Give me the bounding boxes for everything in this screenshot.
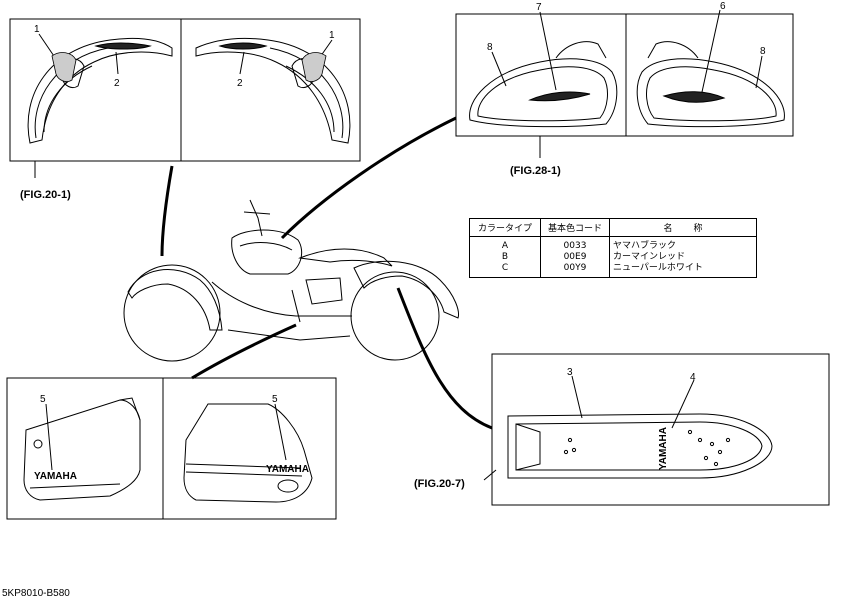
leader-6 bbox=[701, 9, 721, 93]
side-cover-right-drawing bbox=[183, 403, 313, 503]
front-fender-frame bbox=[9, 18, 361, 162]
callout-4: 4 bbox=[690, 372, 696, 383]
side-cover-panel bbox=[6, 377, 337, 520]
decals bbox=[51, 52, 327, 82]
callout-5a: 5 bbox=[40, 394, 46, 405]
front-fender-panel bbox=[9, 18, 361, 178]
front-fender-right-drawing bbox=[195, 37, 351, 144]
side-cover-left-brand: YAMAHA bbox=[34, 471, 77, 482]
callout-3: 3 bbox=[567, 367, 573, 378]
side-cover-frame bbox=[6, 377, 337, 520]
seat-frame bbox=[491, 353, 830, 506]
fig-20-7-leader bbox=[483, 469, 497, 481]
callout-labels: 1 2 2 1 7 8 6 8 5 5 3 4 bbox=[34, 1, 766, 405]
callout-2a: 2 bbox=[114, 78, 120, 89]
leader-7 bbox=[539, 11, 557, 91]
color-table-header: カラータイプ 基本色コード 名 称 bbox=[469, 218, 757, 237]
callout-1a: 1 bbox=[34, 24, 40, 35]
fig-20-7-label: (FIG.20-7) bbox=[414, 478, 465, 490]
callout-7: 7 bbox=[536, 2, 542, 13]
seat-drawing bbox=[507, 413, 773, 479]
seat-panel bbox=[483, 353, 830, 506]
callout-8b: 8 bbox=[760, 46, 766, 57]
leader-8a bbox=[491, 51, 507, 87]
row-type: C bbox=[469, 263, 541, 278]
callout-1b: 1 bbox=[329, 30, 335, 41]
row-type: B bbox=[469, 252, 541, 263]
leader-5a bbox=[45, 403, 53, 471]
table-row: B 00E9 カーマインレッド bbox=[469, 252, 757, 263]
front-fender-left-drawing bbox=[27, 37, 173, 144]
leader-8b bbox=[755, 55, 763, 89]
drawing-code: 5KP8010-B580 bbox=[2, 588, 70, 599]
row-code: 00Y9 bbox=[540, 263, 610, 278]
callout-5b: 5 bbox=[272, 394, 278, 405]
row-type: A bbox=[469, 236, 541, 252]
leader-2b bbox=[239, 51, 245, 75]
leader-4 bbox=[671, 379, 695, 429]
side-cover-right-brand: YAMAHA bbox=[266, 464, 309, 475]
table-row: C 00Y9 ニューパールホワイト bbox=[469, 263, 757, 278]
header-name-2: 称 bbox=[693, 224, 703, 234]
color-table: カラータイプ 基本色コード 名 称 A 0033 ヤマハブラック B 00E9 … bbox=[469, 218, 757, 278]
row-name: ニューパールホワイト bbox=[609, 263, 757, 278]
connector-leaders bbox=[160, 116, 493, 430]
fuel-tank-left-drawing bbox=[469, 41, 618, 128]
leader-5b bbox=[274, 403, 287, 461]
callout-6: 6 bbox=[720, 1, 726, 12]
fig-28-1-label: (FIG.28-1) bbox=[510, 165, 561, 177]
row-name: カーマインレッド bbox=[609, 252, 757, 263]
side-cover-left-drawing bbox=[23, 397, 141, 501]
fuel-tank-panel bbox=[455, 9, 794, 158]
row-code: 00E9 bbox=[540, 252, 610, 263]
row-code: 0033 bbox=[540, 236, 610, 252]
leader-3 bbox=[571, 375, 583, 419]
header-name: 名 称 bbox=[609, 218, 757, 237]
header-name-1: 名 bbox=[663, 224, 673, 234]
leader-2a bbox=[115, 51, 119, 75]
callout-2b: 2 bbox=[237, 78, 243, 89]
seat-brand: YAMAHA bbox=[658, 427, 669, 470]
header-color-type: カラータイプ bbox=[469, 218, 541, 237]
callout-8a: 8 bbox=[487, 42, 493, 53]
table-row: A 0033 ヤマハブラック bbox=[469, 236, 757, 252]
fig-20-1-label: (FIG.20-1) bbox=[20, 189, 71, 201]
motorcycle-outline bbox=[123, 199, 459, 362]
row-name: ヤマハブラック bbox=[609, 236, 757, 252]
fuel-tank-frame bbox=[455, 13, 794, 137]
header-base-color-code: 基本色コード bbox=[540, 218, 610, 237]
